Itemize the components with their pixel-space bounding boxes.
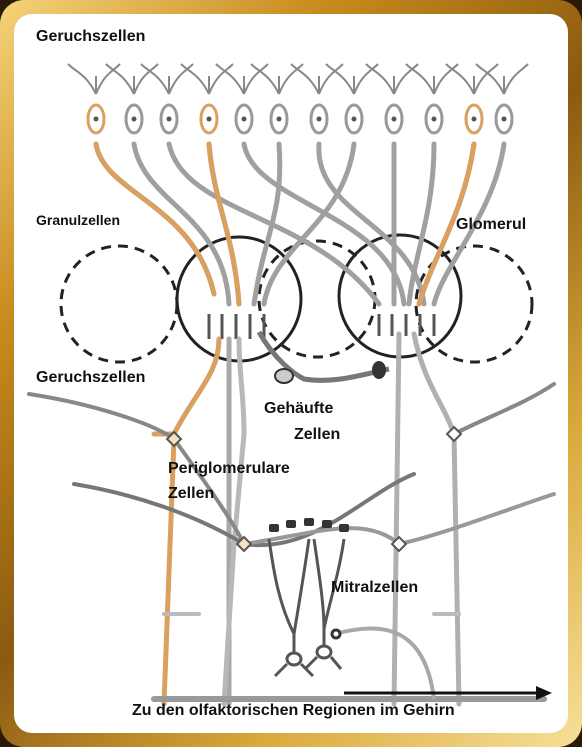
- label-footer: Zu den olfaktorischen Regionen im Gehirn: [132, 702, 455, 720]
- receptor-cell: [476, 64, 528, 133]
- receptor-cell: [68, 64, 120, 133]
- label-periglomerulare-line1: Periglomerulare: [168, 460, 290, 478]
- receptor-cell: [216, 64, 268, 133]
- mitral-cells: [269, 539, 434, 699]
- label-geruchszellen-top: Geruchszellen: [36, 28, 145, 46]
- label-mitralzellen: Mitralzellen: [331, 579, 418, 597]
- gehaeufte-link: [259, 332, 389, 383]
- receptor-cell: [106, 64, 158, 133]
- label-gehaeufte-line2: Zellen: [294, 426, 340, 444]
- projection-neurons: [29, 334, 554, 704]
- receptor-cell: [181, 64, 233, 133]
- receptor-cell: [251, 64, 303, 133]
- receptor-cell: [326, 64, 378, 133]
- receptor-cell: [406, 64, 458, 133]
- receptor-axons: [96, 144, 504, 304]
- receptor-cells: [68, 64, 528, 133]
- label-geruchszellen-mid: Geruchszellen: [36, 369, 145, 387]
- label-glomerul: Glomerul: [456, 216, 526, 234]
- glomeruli: [61, 235, 532, 362]
- label-gehaeufte-line1: Gehäufte: [264, 400, 333, 418]
- receptor-cell: [141, 64, 193, 133]
- label-granulzellen: Granulzellen: [36, 212, 120, 228]
- diagram-panel: Geruchszellen Granulzellen Glomerul Geru…: [14, 14, 568, 733]
- label-periglomerulare-line2: Zellen: [168, 485, 214, 503]
- receptor-cell: [291, 64, 343, 133]
- receptor-cell: [366, 64, 418, 133]
- glomerulus-dashed-left: [61, 246, 177, 362]
